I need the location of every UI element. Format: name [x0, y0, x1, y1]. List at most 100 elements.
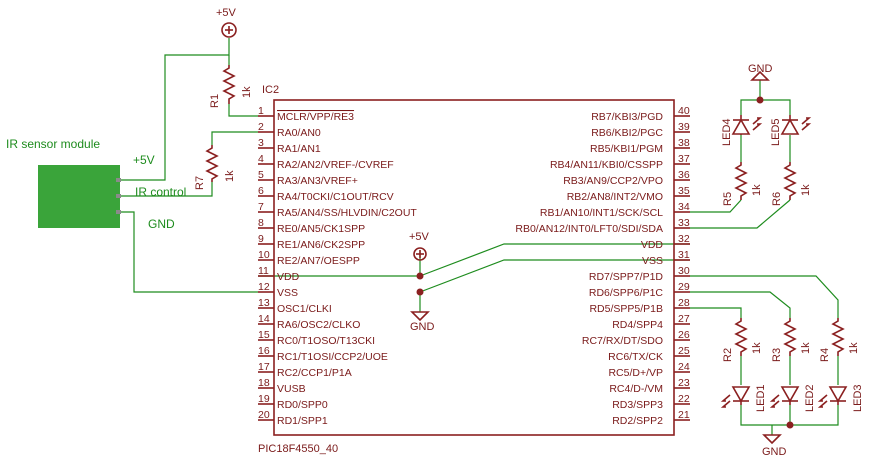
- ic-pin-label: RB5/KBI1/PGM: [590, 143, 663, 155]
- ic-pin-number: 19: [258, 393, 270, 405]
- resistor-r5: R5 1k: [722, 162, 763, 206]
- ic-pin-label: RC5/D+/VP: [608, 367, 663, 379]
- ic-pin-label: VSS: [277, 287, 298, 299]
- r1-name: R1: [209, 94, 221, 108]
- r6-value: 1k: [800, 184, 812, 196]
- r1-value: 1k: [241, 86, 253, 98]
- ic-pin-label: RD4/SPP4: [612, 319, 663, 331]
- led-led5: LED5: [770, 115, 812, 146]
- ir-module-5v-label: +5V: [133, 153, 155, 167]
- ic-pin-number: 16: [258, 345, 270, 357]
- ic-pin-number: 24: [678, 361, 690, 373]
- ic-pin-number: 13: [258, 297, 270, 309]
- ic-pin-number: 15: [258, 329, 270, 341]
- gnd-bottom-label: GND: [762, 446, 787, 458]
- wires: [120, 38, 839, 435]
- led-led2: LED2: [769, 384, 816, 412]
- ic-pin-label: RA3/AN3/VREF+: [277, 175, 358, 187]
- resistor-r4: R4 1k: [819, 318, 860, 362]
- r7-name: R7: [194, 176, 206, 190]
- ic-pin-number: 11: [258, 265, 269, 277]
- ic-pin-label: RB2/AN8/INT2/VMO: [567, 191, 663, 203]
- ic-pin-number: 25: [678, 345, 690, 357]
- ic-pin-label: RB3/AN9/CCP2/VPO: [563, 175, 663, 187]
- supply-plus5v-mid: +5V: [409, 231, 430, 261]
- r5-name: R5: [722, 192, 734, 206]
- r3-value: 1k: [800, 342, 812, 354]
- ic-pin-number: 33: [678, 217, 690, 229]
- resistor-r7: R7 1k: [194, 145, 236, 190]
- ic-pin-number: 6: [258, 185, 264, 197]
- ic-pin-number: 3: [258, 137, 264, 149]
- ic-pin-number: 39: [678, 121, 690, 133]
- ic-pin-number: 14: [258, 313, 270, 325]
- ic-pin-label: RE1/AN6/CK2SPP: [277, 239, 365, 251]
- ic-pin-number: 27: [678, 313, 690, 325]
- ic-pin-number: 12: [258, 281, 270, 293]
- ic-pin-number: 38: [678, 137, 690, 149]
- r4-value: 1k: [848, 342, 860, 354]
- r2-name: R2: [722, 348, 734, 362]
- supply-gnd-top: GND: [748, 63, 773, 81]
- ic-pin-label: RB7/KBI3/PGD: [591, 111, 663, 123]
- r6-name: R6: [771, 192, 783, 206]
- ic-pin-label: RA4/T0CKI/C1OUT/RCV: [277, 191, 394, 203]
- gnd-mid-label: GND: [410, 321, 435, 333]
- led-led4: LED4: [721, 115, 763, 146]
- ic-pin-number: 34: [678, 201, 690, 213]
- ic-pin-number: 35: [678, 185, 690, 197]
- ic-pin-number: 28: [678, 297, 690, 309]
- ic-pin-number: 37: [678, 153, 690, 165]
- ic-pin-number: 10: [258, 249, 270, 261]
- ic-pin-number: 22: [678, 393, 690, 405]
- ic-pin-number: 29: [678, 281, 690, 293]
- ir-module-gnd-label: GND: [148, 217, 175, 231]
- junctions: [416, 96, 794, 429]
- ic-pin-label: RE2/AN7/OESPP: [277, 255, 360, 267]
- r5-value: 1k: [751, 184, 763, 196]
- ic-pin-label: VDD: [277, 271, 300, 283]
- ic-pin-number: 36: [678, 169, 690, 181]
- ic-pin-label: RB1/AN10/INT1/SCK/SCL: [540, 207, 663, 219]
- ic-pin-number: 18: [258, 377, 270, 389]
- ic-pin-number: 1: [258, 105, 264, 117]
- ic-pin-number: 5: [258, 169, 264, 181]
- ic-pin-number: 8: [258, 217, 264, 229]
- ic-pin-number: 26: [678, 329, 690, 341]
- ic-pin-number: 32: [678, 233, 690, 245]
- ic-pin-number: 21: [678, 409, 690, 421]
- ic-pin-label: RC2/CCP1/P1A: [277, 367, 352, 379]
- ic-pin-number: 31: [678, 249, 690, 261]
- led3-name: LED3: [852, 384, 864, 412]
- resistor-r6: R6 1k: [771, 162, 812, 206]
- ic-pin-label: RD7/SPP7/P1D: [589, 271, 664, 283]
- ic-pin-label: RD2/SPP2: [612, 415, 663, 427]
- ic-pin-number: 23: [678, 377, 690, 389]
- led4-name: LED4: [721, 118, 733, 146]
- ic-pin-number: 17: [258, 361, 270, 373]
- led1-name: LED1: [755, 384, 767, 412]
- r4-name: R4: [819, 348, 831, 362]
- led-led3: LED3: [817, 384, 864, 412]
